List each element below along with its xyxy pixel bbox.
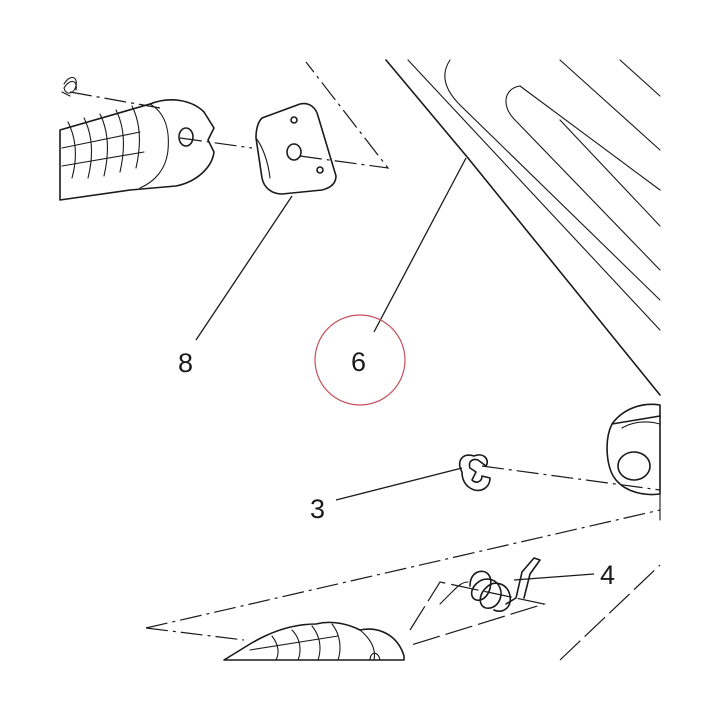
clip-center-line — [481, 465, 661, 491]
lower-ghost-outline — [407, 564, 661, 661]
lower-center-line-2 — [145, 627, 245, 641]
lower-center-line — [145, 509, 661, 629]
leader-line-part-8 — [195, 195, 293, 341]
upper-footpeg — [59, 76, 215, 201]
leader-line-part-4 — [513, 573, 595, 581]
frame-bracket — [385, 59, 661, 396]
plate-part-8 — [255, 102, 337, 195]
pivot-boss — [606, 403, 661, 521]
torsion-spring-part-4 — [439, 557, 541, 612]
part-label-6: 6 — [351, 347, 366, 377]
highlight-circle — [314, 314, 406, 406]
part-label-3: 3 — [310, 494, 325, 524]
e-clip-part-3 — [458, 454, 491, 492]
lower-footpeg — [223, 621, 405, 661]
part-label-8: 8 — [178, 348, 193, 378]
upper-center-line — [69, 61, 390, 169]
leader-line-part-3 — [335, 467, 463, 501]
part-label-4: 4 — [600, 560, 615, 590]
leader-line-part-6 — [373, 157, 467, 333]
